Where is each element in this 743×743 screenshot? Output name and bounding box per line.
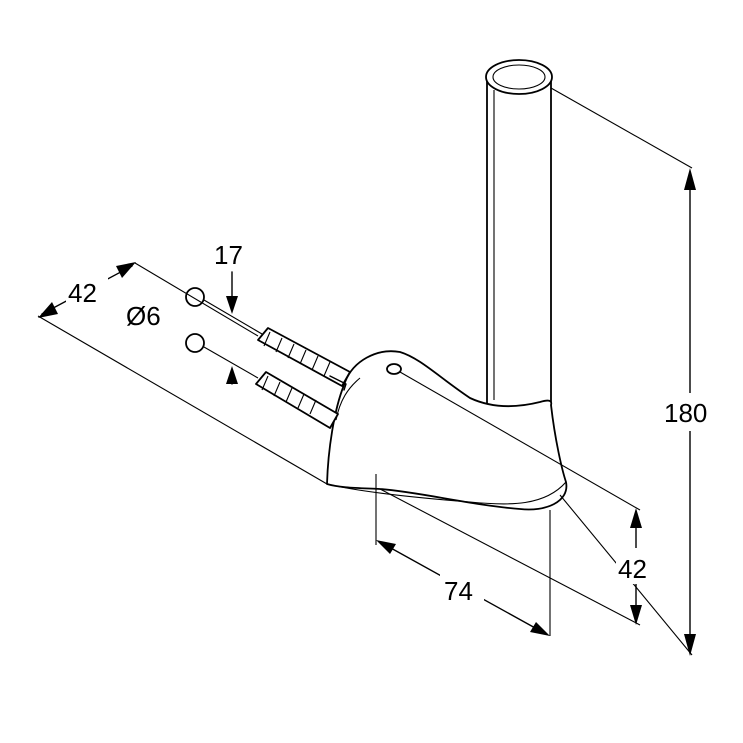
- spare-roll-holder: [185, 59, 568, 511]
- dimension-side-depth-label: 42: [618, 554, 647, 584]
- dimension-base-width-label: 74: [444, 576, 473, 606]
- dimension-plug-offset-label: 17: [214, 240, 243, 270]
- wall-bracket: [326, 350, 568, 511]
- dimension-side-depth: 42: [379, 371, 660, 626]
- drill-hole-upper: [185, 287, 205, 307]
- dimension-base-depth: 42: [37, 262, 328, 485]
- dimension-plug-offset: 17: [214, 240, 243, 385]
- wall-plug-upper: [257, 327, 351, 391]
- dimension-height-label: 180: [664, 398, 707, 428]
- dimension-base-width: 74: [375, 474, 551, 636]
- wall-plug-lower: [255, 371, 339, 429]
- dimension-hole-diameter: Ø6: [126, 301, 161, 331]
- holder-tube: [485, 59, 553, 416]
- bracket-screw-hole: [386, 363, 402, 375]
- dimension-base-depth-label: 42: [68, 278, 97, 308]
- drill-hole-lower: [185, 333, 205, 353]
- dimension-hole-diameter-label: Ø6: [126, 301, 161, 331]
- dimension-height: 180: [550, 87, 718, 656]
